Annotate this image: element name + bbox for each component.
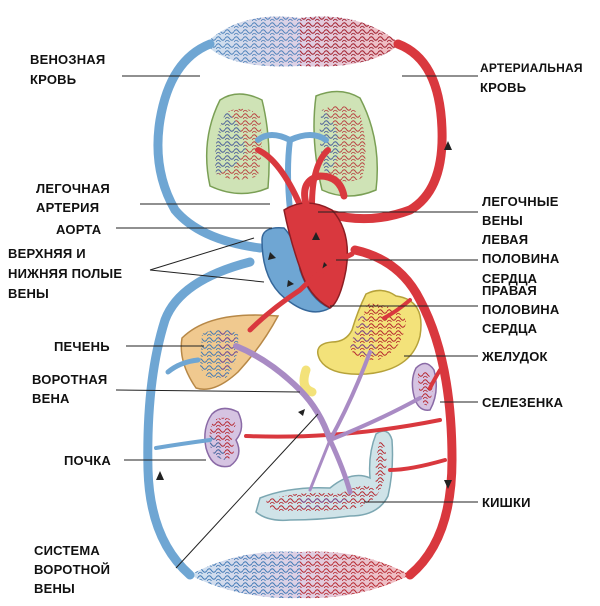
label-stomach: ЖЕЛУДОК xyxy=(481,349,548,364)
organs xyxy=(180,289,437,522)
labels: ВЕНОЗНАЯ КРОВЬ АРТЕРИАЛЬНАЯ КРОВЬ ЛЕГОЧН… xyxy=(8,52,586,596)
heart-left-half xyxy=(283,202,349,309)
heart xyxy=(261,172,349,313)
systemic-circuit xyxy=(143,16,457,599)
label-kidney: ПОЧКА xyxy=(64,453,111,468)
label-left-heart: ЛЕВАЯ ПОЛОВИНА СЕРДЦА xyxy=(482,232,563,286)
label-spleen: СЕЛЕЗЕНКА xyxy=(482,395,564,410)
label-liver: ПЕЧЕНЬ xyxy=(54,339,110,354)
label-pulmonary-artery: ЛЕГОЧНАЯ АРТЕРИЯ xyxy=(36,181,114,215)
label-venae-cavae: ВЕРХНЯЯ И НИЖНЯЯ ПОЛЫЕ ВЕНЫ xyxy=(8,246,126,301)
abdominal-vessels xyxy=(154,141,452,495)
lungs xyxy=(205,90,379,213)
label-right-heart: ПРАВАЯ ПОЛОВИНА СЕРДЦА xyxy=(482,283,563,336)
label-portal-system: СИСТЕМА ВОРОТНОЙ ВЕНЫ xyxy=(34,543,114,596)
leader-lines xyxy=(115,75,478,569)
label-venous-blood: ВЕНОЗНАЯ КРОВЬ xyxy=(30,52,109,87)
label-intestines: КИШКИ xyxy=(482,495,531,510)
label-aorta: АОРТА xyxy=(56,222,102,237)
label-pulmonary-veins: ЛЕГОЧНЫЕ ВЕНЫ xyxy=(482,194,562,228)
label-portal-vein: ВОРОТНАЯ ВЕНА xyxy=(32,372,111,406)
label-arterial-blood: АРТЕРИАЛЬНАЯ КРОВЬ xyxy=(480,61,586,95)
